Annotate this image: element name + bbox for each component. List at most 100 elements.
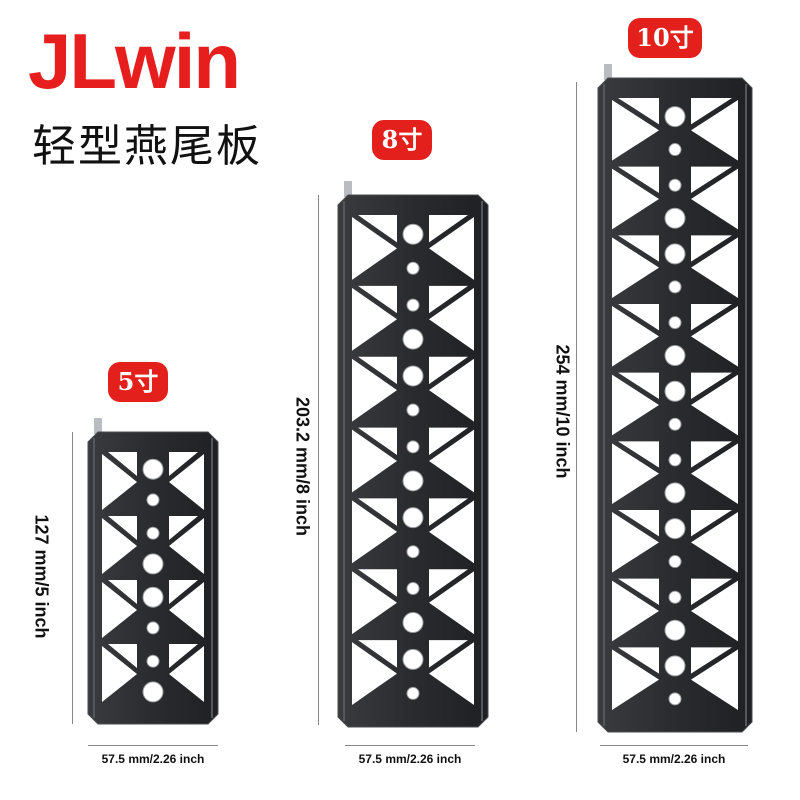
width-label-5: 57.5 mm/2.26 inch	[101, 752, 205, 766]
cutout	[618, 304, 659, 331]
width-label-8: 57.5 mm/2.26 inch	[358, 752, 462, 766]
mount-hole	[668, 590, 682, 604]
mount-hole	[664, 345, 686, 367]
mount-hole	[406, 298, 420, 312]
mount-hole	[664, 655, 686, 677]
badge-10-inch: 10寸	[628, 18, 702, 58]
plate-8-inch	[337, 181, 489, 728]
cutout	[612, 100, 659, 161]
cutout	[358, 285, 397, 314]
mount-hole	[668, 143, 682, 157]
cutout	[612, 512, 659, 573]
cutout	[352, 571, 397, 635]
mount-hole	[402, 328, 424, 350]
cutout	[691, 98, 732, 125]
mount-hole	[146, 526, 160, 540]
width-line-8	[345, 745, 475, 746]
cutout	[102, 646, 137, 702]
cutout	[691, 580, 738, 642]
cutout	[691, 443, 738, 504]
cutout	[358, 356, 397, 385]
mount-hole	[664, 619, 686, 641]
mount-hole	[668, 453, 682, 467]
cutout	[618, 166, 659, 193]
product-title: 轻型燕尾板	[32, 121, 262, 172]
mount-hole	[406, 440, 420, 454]
cutout	[169, 582, 204, 638]
locking-pin	[604, 64, 612, 80]
cutout	[429, 427, 468, 455]
mount-hole	[668, 316, 682, 330]
badge-8-inch: 8寸	[372, 120, 432, 160]
cutout	[352, 217, 397, 280]
cutout	[429, 358, 474, 422]
cutout	[429, 285, 468, 314]
cutout	[429, 217, 474, 280]
cutout	[691, 372, 732, 399]
cutout	[169, 518, 204, 574]
mount-hole	[664, 106, 686, 128]
badge-5-inch: 5寸	[108, 362, 168, 402]
brand-logo: JLwin	[28, 17, 241, 105]
cutout	[612, 580, 659, 642]
cutout	[358, 640, 397, 668]
mount-hole	[142, 586, 164, 608]
length-line-8	[318, 195, 319, 725]
cutout	[358, 215, 397, 243]
length-label-5: 127 mm/5 inch	[31, 514, 52, 639]
cutout	[102, 454, 137, 510]
mount-hole	[402, 612, 424, 634]
mount-hole	[402, 470, 424, 492]
mount-hole	[142, 458, 164, 480]
mount-hole	[142, 681, 164, 703]
mount-hole	[668, 555, 682, 569]
mount-hole	[668, 692, 682, 706]
cutout	[169, 454, 204, 510]
mount-hole	[402, 223, 424, 245]
cutout	[612, 306, 659, 367]
cutout	[429, 571, 474, 635]
cutout	[691, 235, 732, 262]
cutout	[691, 647, 732, 674]
cutout	[169, 452, 198, 476]
mount-hole	[146, 493, 160, 507]
locking-pin	[94, 418, 102, 434]
cutout	[691, 306, 738, 367]
mount-hole	[406, 545, 420, 559]
cutout	[429, 569, 468, 597]
mount-hole	[406, 403, 420, 417]
cutout	[169, 646, 204, 702]
locking-pin	[344, 181, 352, 197]
cutout	[691, 374, 738, 436]
cutout	[612, 168, 659, 230]
mount-hole	[406, 582, 420, 596]
mount-hole	[146, 621, 160, 635]
cutout	[169, 516, 198, 540]
cutout	[612, 649, 659, 710]
cutout	[429, 500, 474, 564]
cutout	[612, 374, 659, 436]
cutout	[352, 642, 397, 705]
mount-hole	[406, 686, 420, 700]
cutout	[429, 498, 468, 526]
mount-hole	[146, 654, 160, 668]
cutout	[691, 237, 738, 298]
cutout	[691, 100, 738, 161]
cutout	[429, 287, 474, 351]
cutout	[618, 441, 659, 468]
cutout	[691, 166, 732, 193]
mount-hole	[402, 365, 424, 387]
mount-hole	[668, 280, 682, 294]
cutout	[429, 429, 474, 493]
mount-hole	[668, 178, 682, 192]
plate-5-inch	[87, 418, 219, 725]
cutout	[691, 649, 738, 710]
cutout	[102, 518, 137, 574]
mount-hole	[402, 648, 424, 670]
cutout	[691, 304, 732, 331]
cutout	[691, 512, 738, 573]
length-line-10	[576, 82, 577, 732]
cutout	[352, 358, 397, 422]
mount-hole	[664, 243, 686, 265]
